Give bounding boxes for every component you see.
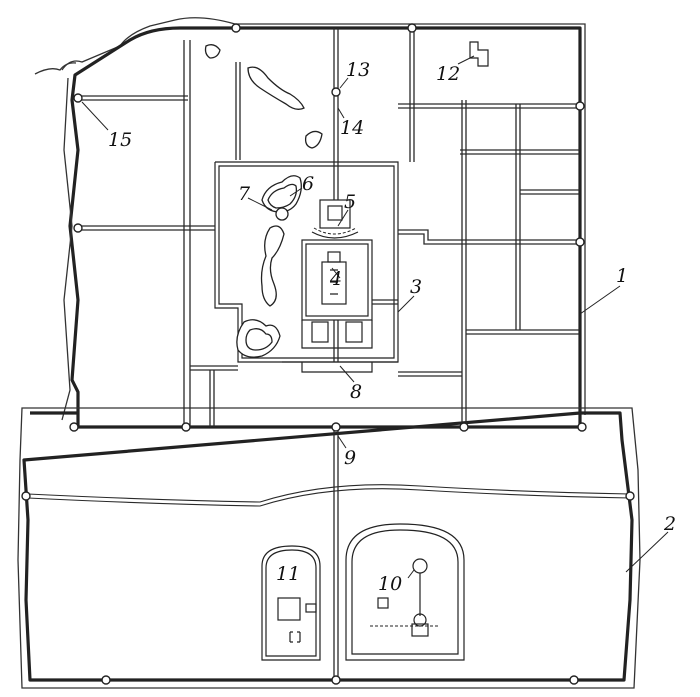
label-10: 10 [378, 573, 402, 595]
label-2: 2 [663, 513, 676, 535]
label-6: 6 [302, 173, 314, 195]
label-1: 1 [616, 265, 628, 287]
label-8: 8 [350, 381, 362, 403]
labels: 1 2 3 4 5 6 7 8 9 10 11 12 13 14 15 [108, 59, 676, 595]
label-3: 3 [410, 276, 422, 298]
outer-city-wall [17, 407, 641, 689]
label-14: 14 [340, 117, 364, 139]
label-15: 15 [108, 129, 132, 151]
small-structures [21, 23, 635, 685]
label-11: 11 [276, 563, 300, 585]
coal-hill [311, 199, 359, 239]
temple-of-agriculture [261, 545, 321, 661]
temple-of-heaven [345, 523, 465, 661]
label-12: 12 [436, 63, 460, 85]
leader-lines [81, 55, 669, 579]
label-9: 9 [344, 447, 356, 469]
inner-city-streets [78, 28, 580, 427]
label-4: 4 [329, 268, 342, 290]
label-13: 13 [346, 59, 370, 81]
label-5: 5 [344, 191, 356, 213]
outer-city-streets [27, 427, 631, 680]
lakes [204, 44, 323, 358]
label-7: 7 [238, 183, 251, 205]
inner-city-wall [34, 17, 586, 429]
forbidden-city [301, 239, 373, 362]
